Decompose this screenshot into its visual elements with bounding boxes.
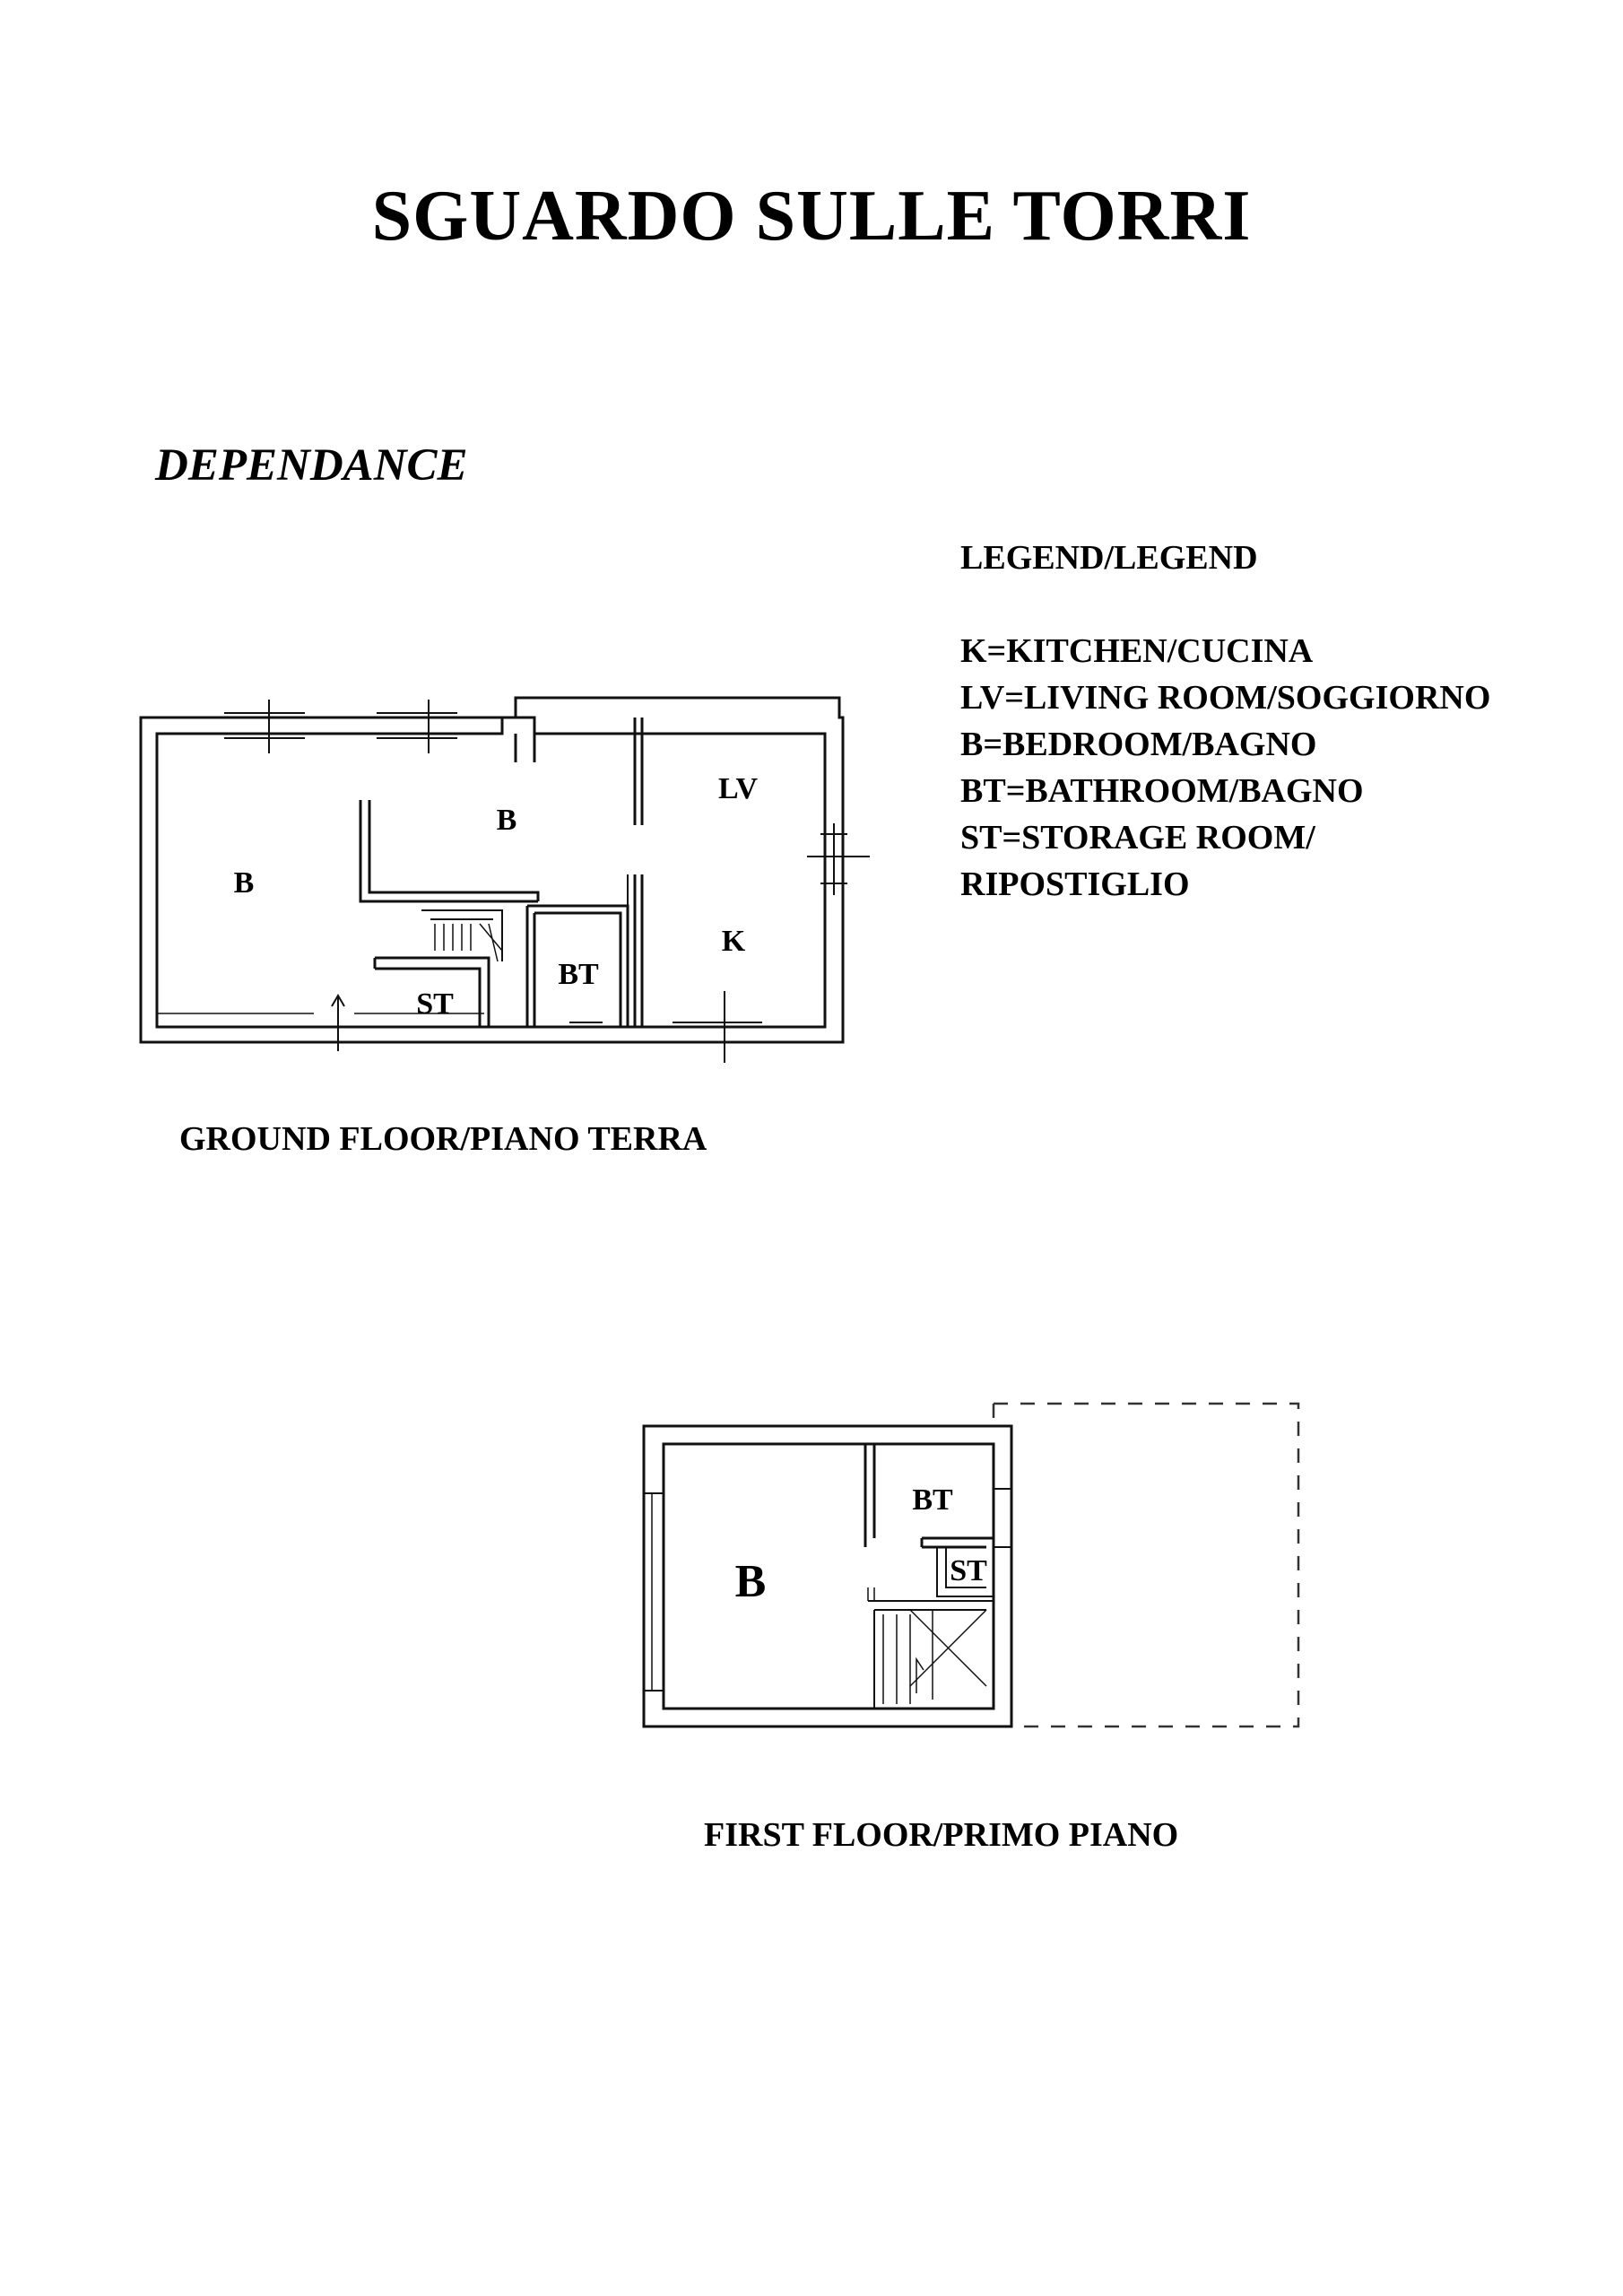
first-room-label-bt: BT <box>912 1483 953 1517</box>
section-subtitle: DEPENDANCE <box>155 440 468 491</box>
legend: LEGEND/LEGEND K=KITCHEN/CUCINA LV=LIVING… <box>960 535 1490 908</box>
legend-heading: LEGEND/LEGEND <box>960 539 1258 577</box>
ground-room-label-b-left: B <box>234 866 255 900</box>
first-floor-caption: FIRST FLOOR/PRIMO PIANO <box>704 1816 1179 1854</box>
ground-room-label-lv: LV <box>718 772 759 805</box>
ground-room-label-st: ST <box>416 987 454 1021</box>
legend-item-bathroom: BT=BATHROOM/BAGNO <box>960 772 1364 810</box>
ground-room-label-bt: BT <box>558 958 599 991</box>
first-room-label-st: ST <box>950 1554 987 1587</box>
legend-item-storage-room: ST=STORAGE ROOM/ <box>960 819 1315 857</box>
legend-item-storage-room-it: RIPOSTIGLIO <box>960 865 1190 903</box>
legend-item-bedroom: B=BEDROOM/BAGNO <box>960 726 1317 763</box>
ground-room-label-b-center: B <box>497 804 517 837</box>
ground-floor-caption: GROUND FLOOR/PIANO TERRA <box>179 1120 707 1158</box>
legend-item-living-room: LV=LIVING ROOM/SOGGIORNO <box>960 679 1491 717</box>
document-title: SGUARDO SULLE TORRI <box>371 177 1252 256</box>
first-room-label-b: B <box>735 1556 767 1607</box>
ground-room-label-k: K <box>722 925 746 958</box>
legend-item-kitchen: K=KITCHEN/CUCINA <box>960 632 1314 670</box>
